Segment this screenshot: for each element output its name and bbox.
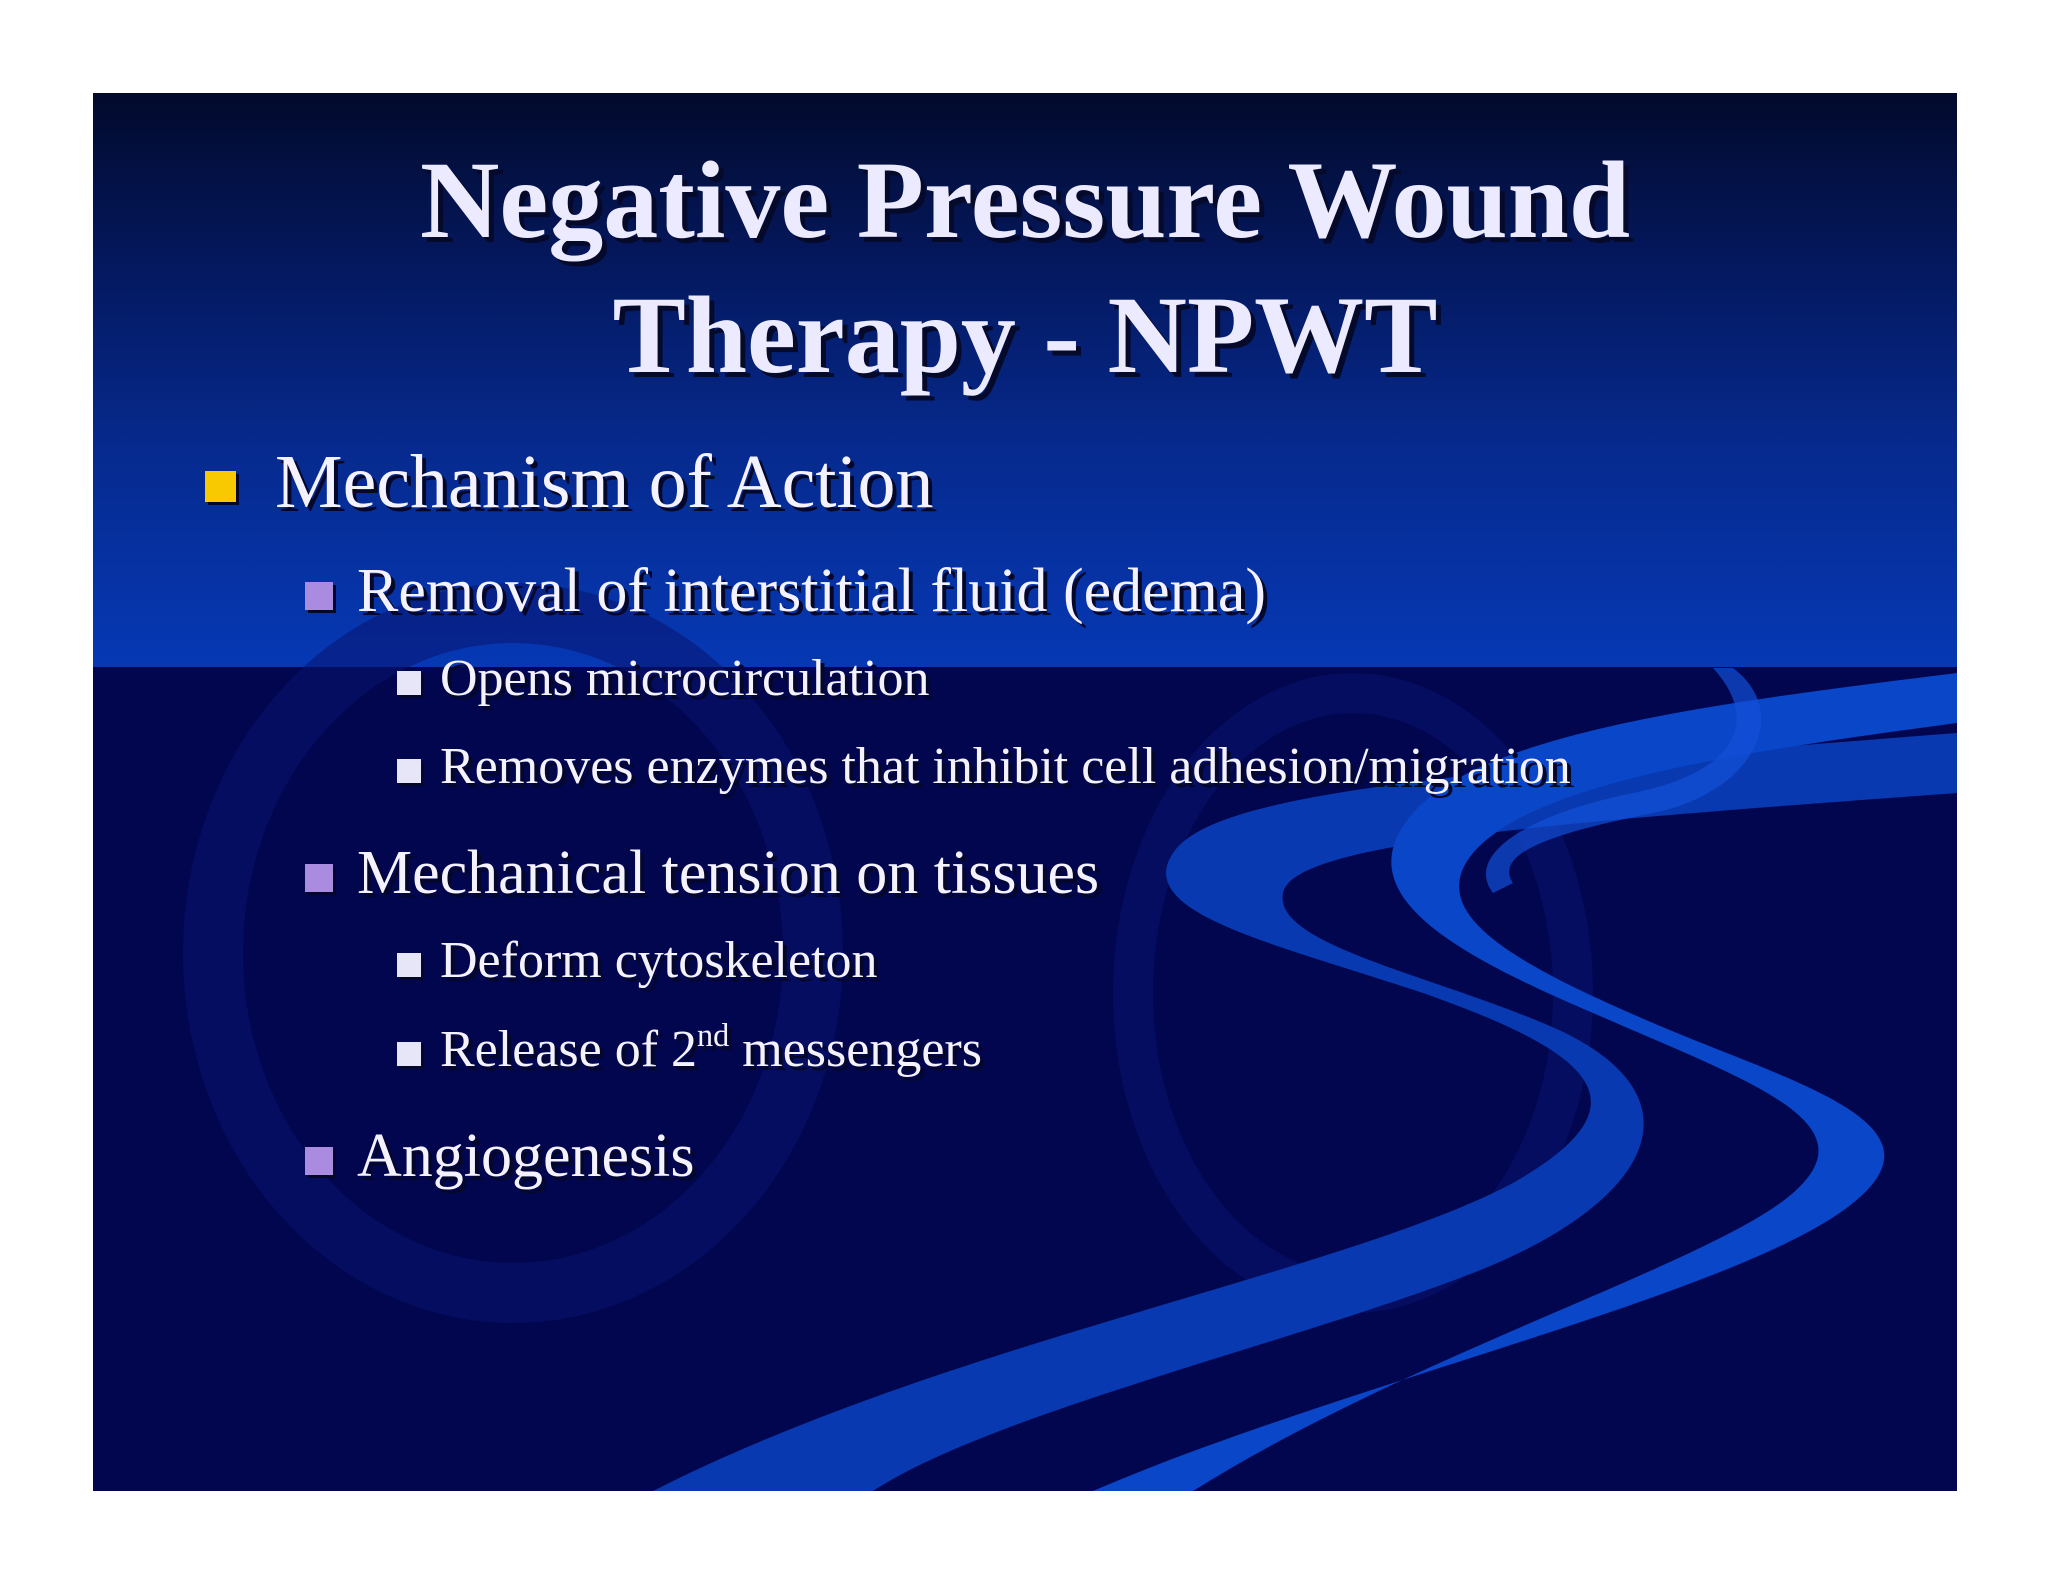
square-bullet-icon — [305, 582, 333, 610]
bullet-item-release-of-2nd-messengers: Release of 2nd messengers — [397, 1019, 982, 1079]
bullet-item-opens-microcirculation: Opens microcirculation — [397, 649, 930, 708]
header-gradient-band — [93, 93, 1957, 667]
square-bullet-icon — [397, 1042, 421, 1066]
bullet-item-removal-of-interstitial-fluid: Removal of interstitial fluid (edema) — [305, 556, 1267, 627]
ribbon-highlight — [1485, 668, 1762, 893]
decorative-background-swooshes — [183, 583, 1957, 1491]
square-bullet-icon — [397, 759, 421, 783]
bullet-text: Angiogenesis — [357, 1122, 695, 1190]
bullet-text-before: Release of 2 — [440, 1021, 698, 1078]
bullet-item-angiogenesis: Angiogenesis — [305, 1121, 695, 1192]
square-bullet-icon — [305, 864, 333, 892]
slide: Negative Pressure Wound Therapy - NPWT M… — [93, 93, 1957, 1491]
square-bullet-icon — [397, 953, 421, 977]
ribbon-upper — [1093, 673, 1957, 1491]
bullet-text: Opens microcirculation — [440, 650, 930, 707]
bullet-item-removes-enzymes: Removes enzymes that inhibit cell adhesi… — [397, 737, 1571, 796]
bullet-text: Mechanism of Action — [275, 440, 934, 524]
bullet-item-deform-cytoskeleton: Deform cytoskeleton — [397, 931, 878, 990]
bullet-text: Removes enzymes that inhibit cell adhesi… — [440, 738, 1571, 795]
bullet-text: Removal of interstitial fluid (edema) — [357, 557, 1267, 625]
bullet-item-mechanical-tension: Mechanical tension on tissues — [305, 838, 1100, 909]
slide-title-line-1: Negative Pressure Wound — [419, 139, 1631, 261]
square-bullet-icon — [205, 471, 236, 502]
slide-title: Negative Pressure Wound Therapy - NPWT — [93, 133, 1957, 403]
square-bullet-icon — [397, 671, 421, 695]
bullet-text: Mechanical tension on tissues — [357, 839, 1100, 907]
bullet-item-mechanism-of-action: Mechanism of Action — [205, 439, 934, 526]
square-bullet-icon — [305, 1147, 333, 1175]
bullet-text: Release of 2nd messengers — [440, 1019, 982, 1078]
bullet-text-after: messengers — [729, 1021, 982, 1078]
bullet-text: Deform cytoskeleton — [440, 932, 878, 989]
slide-title-line-2: Therapy - NPWT — [612, 274, 1438, 396]
ordinal-superscript: nd — [697, 1017, 730, 1054]
